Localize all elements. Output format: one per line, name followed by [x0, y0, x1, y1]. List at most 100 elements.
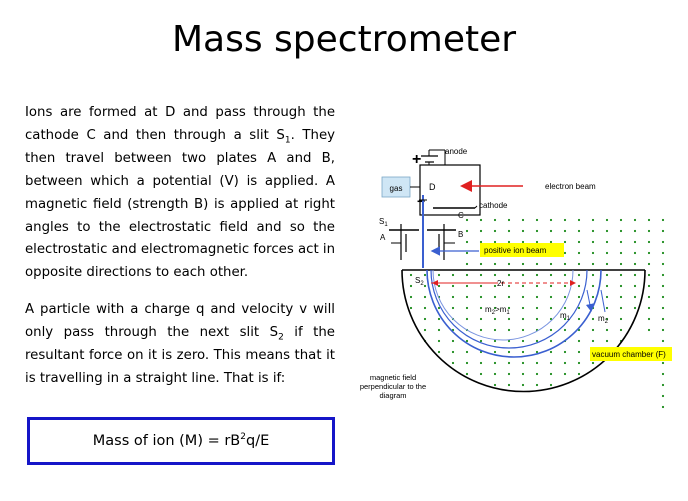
field-dot: [507, 350, 511, 354]
field-dot: [633, 240, 637, 244]
paragraph-ion-formation: Ions are formed at D and pass through th…: [25, 105, 336, 281]
field-dot: [465, 251, 469, 255]
field-dot: [507, 328, 511, 332]
gas-label: gas: [390, 184, 403, 193]
magnetic-field-label-3: diagram: [379, 391, 406, 400]
field-dot: [521, 240, 525, 244]
field-dot: [549, 383, 553, 387]
field-dot: [549, 284, 553, 288]
field-dot: [423, 306, 427, 310]
field-dot: [451, 361, 455, 365]
field-dot: [465, 273, 469, 277]
field-dot: [563, 251, 567, 255]
field-dot: [661, 229, 665, 233]
field-dot: [437, 317, 441, 321]
field-dot: [577, 372, 581, 376]
field-dot: [633, 295, 637, 299]
field-dot: [493, 240, 497, 244]
field-dot: [647, 284, 651, 288]
field-dot: [661, 394, 665, 398]
field-dot: [619, 262, 623, 266]
field-dot: [577, 284, 581, 288]
A-label: A: [380, 233, 386, 242]
field-dot: [507, 218, 511, 222]
field-dot: [493, 383, 497, 387]
field-dot: [493, 361, 497, 365]
field-dot: [605, 306, 609, 310]
field-dot: [647, 317, 651, 321]
field-dot: [451, 284, 455, 288]
minus-sign: −: [417, 193, 425, 209]
field-dot: [465, 240, 469, 244]
field-dot: [479, 328, 483, 332]
magnetic-field-label-1: magnetic field: [370, 373, 416, 382]
field-dot: [409, 273, 413, 277]
field-dot: [577, 240, 581, 244]
field-dot: [507, 372, 511, 376]
field-dot: [493, 229, 497, 233]
field-dot: [577, 361, 581, 365]
field-dot: [493, 372, 497, 376]
field-dot: [605, 317, 609, 321]
field-dot: [661, 306, 665, 310]
field-dot: [521, 262, 525, 266]
field-dot: [563, 273, 567, 277]
m2-label: m2: [598, 314, 609, 325]
electron-beam-label: electron beam: [545, 182, 596, 191]
field-dot: [521, 383, 525, 387]
field-dot: [437, 284, 441, 288]
field-dot: [591, 218, 595, 222]
field-dot: [465, 317, 469, 321]
field-dot: [521, 295, 525, 299]
field-dot: [521, 317, 525, 321]
field-dot: [465, 306, 469, 310]
field-dot: [549, 229, 553, 233]
field-dot: [661, 317, 665, 321]
field-dot: [577, 251, 581, 255]
vacuum-chamber-label: vacuum chamber (F): [592, 350, 666, 359]
field-dot: [535, 229, 539, 233]
formula-text: Mass of ion (M) = rB2q/E: [92, 432, 270, 449]
field-dot: [647, 229, 651, 233]
field-dot: [493, 339, 497, 343]
field-dot: [591, 339, 595, 343]
field-dot: [661, 240, 665, 244]
field-dot: [465, 218, 469, 222]
field-dot: [465, 229, 469, 233]
field-dot: [549, 262, 553, 266]
field-dot: [577, 295, 581, 299]
field-dot: [591, 240, 595, 244]
field-dot: [605, 240, 609, 244]
field-dot: [605, 339, 609, 343]
field-dot: [493, 284, 497, 288]
field-dot: [535, 284, 539, 288]
field-dot: [535, 383, 539, 387]
field-dot: [577, 229, 581, 233]
field-dot: [563, 229, 567, 233]
field-dot: [549, 295, 553, 299]
field-dot: [465, 295, 469, 299]
field-dot: [507, 306, 511, 310]
field-dot: [605, 284, 609, 288]
field-dot: [563, 284, 567, 288]
field-dot: [619, 240, 623, 244]
field-dot: [647, 262, 651, 266]
paragraph-velocity-selector: A particle with a charge q and velocity …: [25, 302, 335, 386]
ion-path-m1: [430, 269, 588, 349]
field-dot: [493, 306, 497, 310]
field-dot: [507, 339, 511, 343]
field-dot: [591, 328, 595, 332]
field-dot: [549, 361, 553, 365]
field-dot: [577, 306, 581, 310]
field-dot: [549, 317, 553, 321]
field-dot: [619, 328, 623, 332]
field-dot: [521, 328, 525, 332]
field-dot: [605, 262, 609, 266]
field-dot: [423, 328, 427, 332]
field-dot: [633, 306, 637, 310]
field-dot: [577, 339, 581, 343]
field-dot: [479, 361, 483, 365]
field-dot: [493, 273, 497, 277]
field-dot: [479, 284, 483, 288]
field-dot: [521, 229, 525, 233]
